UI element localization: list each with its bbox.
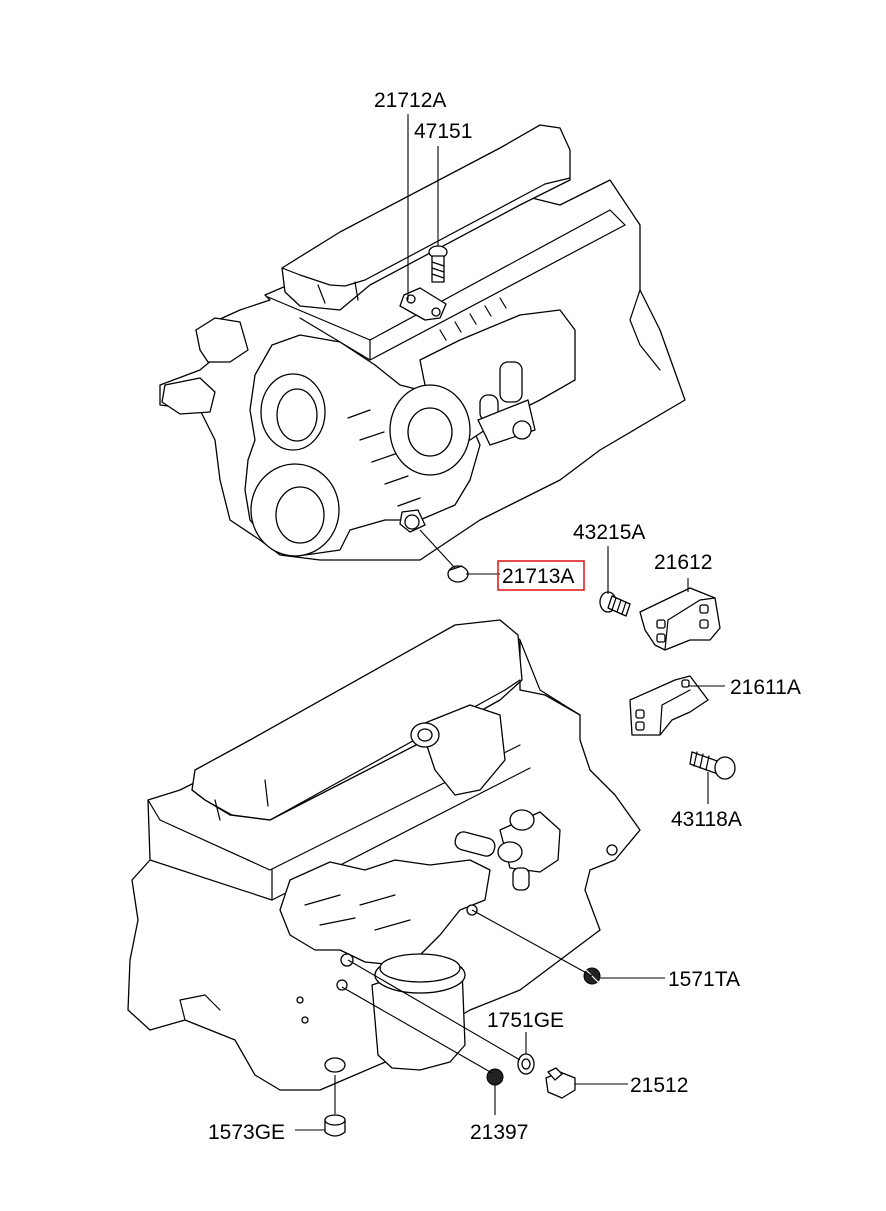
label-1571TA[interactable]: 1571TA bbox=[668, 968, 740, 991]
label-21611A[interactable]: 21611A bbox=[730, 676, 801, 699]
bolt-47151 bbox=[428, 245, 448, 283]
highlight-box-21713A bbox=[497, 560, 585, 591]
label-43118A[interactable]: 43118A bbox=[671, 808, 742, 831]
plate-21712A bbox=[399, 287, 447, 321]
bolt-21512 bbox=[545, 1067, 576, 1099]
label-21512[interactable]: 21512 bbox=[630, 1074, 688, 1097]
label-1751GE[interactable]: 1751GE bbox=[487, 1009, 564, 1032]
label-47151[interactable]: 47151 bbox=[414, 120, 472, 143]
lower-engine-block bbox=[127, 619, 641, 1091]
bolt-43118A bbox=[689, 751, 736, 780]
bracket-21612 bbox=[639, 587, 721, 651]
label-21612[interactable]: 21612 bbox=[654, 551, 712, 574]
leader-lines bbox=[295, 114, 725, 1131]
label-43215A[interactable]: 43215A bbox=[573, 521, 645, 544]
plug-21713A bbox=[447, 565, 469, 583]
bolt-43215A bbox=[599, 591, 631, 617]
washer-1751GE bbox=[517, 1053, 535, 1075]
label-1573GE[interactable]: 1573GE bbox=[208, 1121, 285, 1144]
label-21712A[interactable]: 21712A bbox=[374, 89, 446, 112]
bracket-21611A bbox=[629, 675, 709, 736]
plug-1573GE bbox=[324, 1114, 346, 1137]
label-21713A[interactable]: 21713A bbox=[502, 565, 574, 588]
upper-engine-block bbox=[159, 124, 686, 561]
part-labels: 21712A 47151 21713A 43215A 21612 21611A … bbox=[208, 89, 801, 1144]
label-21397[interactable]: 21397 bbox=[470, 1121, 528, 1144]
